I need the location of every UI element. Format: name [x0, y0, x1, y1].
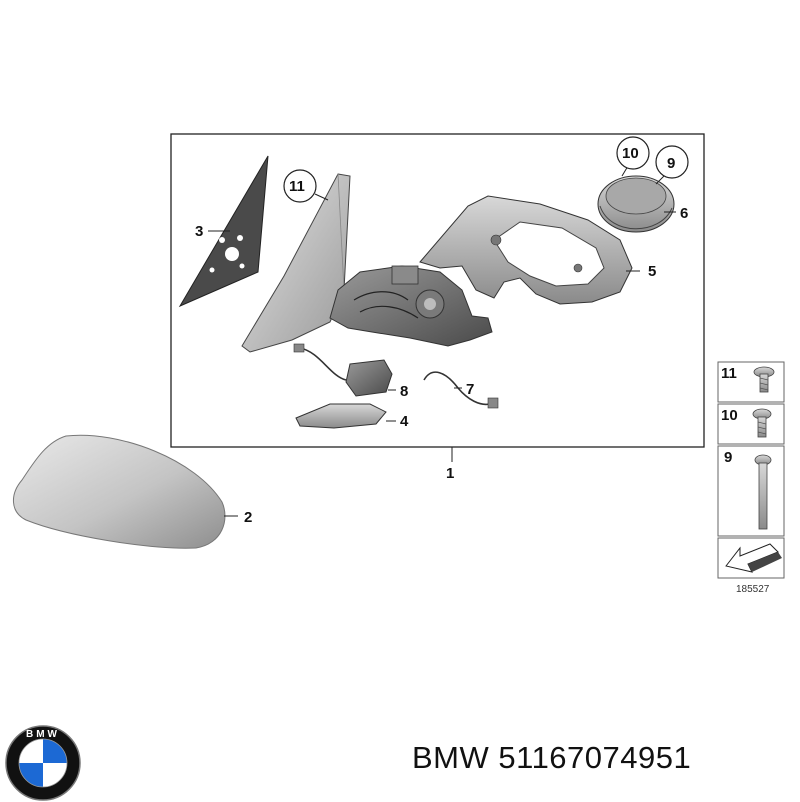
- callout-5: 5: [648, 263, 656, 280]
- fastener-legend: 11 10 9: [717, 361, 785, 579]
- assembly-frame: [170, 133, 705, 448]
- mirror-base-part: [241, 173, 351, 353]
- callout-4: 4: [400, 413, 409, 430]
- callout-circle-11: [283, 169, 317, 203]
- part-number: 51167074951: [498, 740, 692, 775]
- callout-11: 11: [289, 178, 305, 195]
- lower-cover-part: [295, 403, 387, 429]
- legend-label-9: 9: [724, 449, 732, 466]
- callout-1: 1: [446, 465, 454, 482]
- brand-name: BMW: [412, 740, 490, 775]
- torx-screw-icon: [753, 366, 775, 393]
- direction-arrow-icon: [725, 543, 782, 573]
- logo-letters: BMW: [26, 729, 60, 740]
- mirror-cap-part: [13, 434, 226, 549]
- wire-cable-part: [423, 371, 499, 409]
- mirror-drive-part: [597, 175, 675, 233]
- legend-label-10: 10: [721, 407, 738, 424]
- callout-3: 3: [195, 223, 203, 240]
- callout-circle-10: [616, 136, 650, 170]
- long-bolt-icon: [754, 454, 772, 530]
- callout-7: 7: [466, 381, 474, 398]
- callout-2: 2: [244, 509, 252, 526]
- brand-part-number: BMW 51167074951: [412, 740, 691, 776]
- mirror-motor-part: [329, 265, 493, 347]
- diagram-code: 185527: [736, 584, 770, 595]
- legend-label-11: 11: [721, 365, 737, 382]
- callout-9: 9: [667, 155, 675, 172]
- mirror-housing-frame-part: [419, 195, 633, 305]
- bmw-logo: BMW: [5, 725, 81, 801]
- callout-circle-9: [655, 145, 689, 179]
- callout-10: 10: [622, 145, 639, 162]
- short-screw-icon: [752, 408, 772, 438]
- callout-6: 6: [680, 205, 688, 222]
- callout-8: 8: [400, 383, 408, 400]
- wiring-actuator-part: [293, 343, 393, 397]
